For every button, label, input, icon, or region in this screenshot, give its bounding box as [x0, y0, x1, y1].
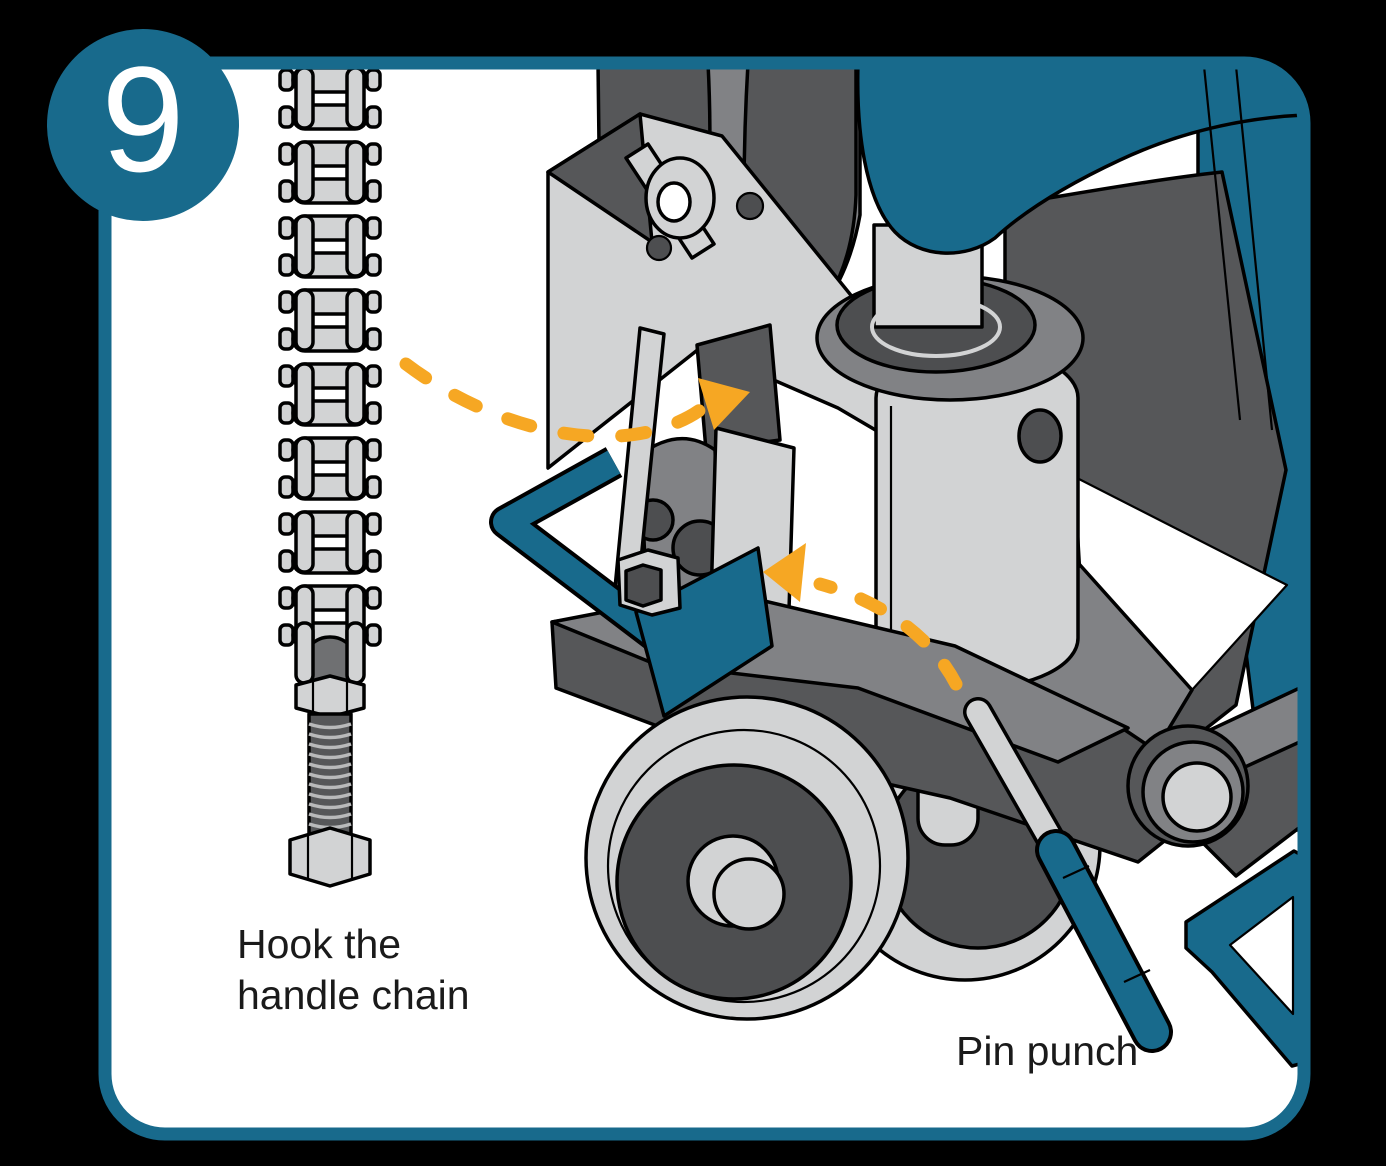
arrowhead-chain: [698, 378, 750, 430]
handle-socket: [855, 63, 1304, 431]
anchor-nut-bottom: [288, 826, 372, 888]
arrow-chain-path: [399, 357, 707, 443]
step-number-badge: 9: [47, 29, 239, 221]
step-number: 9: [101, 35, 185, 203]
panel-border: [98, 56, 1311, 1141]
anchor-nut-top: [294, 674, 366, 719]
handle-chain: [278, 66, 382, 888]
cylinder-hole: [1017, 408, 1063, 464]
direction-arrows: [399, 357, 963, 691]
steer-wheel: [584, 695, 910, 1021]
caption-hook-chain: Hook the handle chain: [237, 921, 470, 1018]
pin-punch-tool: [963, 697, 1173, 1053]
hydraulic-cylinder: [815, 223, 1085, 690]
chain-hook-bracket: [489, 447, 774, 718]
caption-pin-punch: Pin punch: [956, 1028, 1139, 1074]
arrow-pin-path: [813, 577, 963, 691]
arrowhead-pin: [763, 543, 806, 602]
